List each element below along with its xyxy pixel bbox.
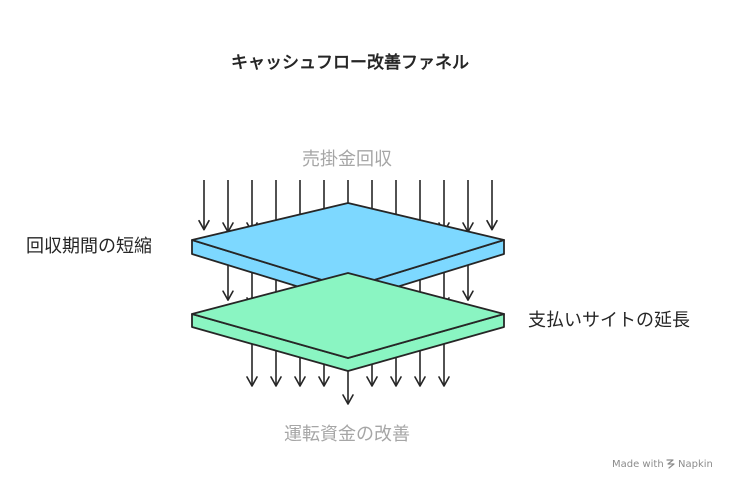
flow-arrow	[342, 371, 354, 405]
flow-arrow	[318, 364, 330, 387]
flow-arrow	[222, 180, 234, 233]
flow-arrow	[366, 364, 378, 387]
napkin-branding: Made with Napkin	[612, 459, 713, 470]
flow-arrow	[462, 180, 474, 233]
flow-arrow	[462, 265, 474, 301]
top-input-label: 売掛金回収	[302, 149, 392, 170]
branding-prefix: Made with	[612, 459, 664, 470]
flow-arrow	[390, 357, 402, 387]
flow-arrow	[294, 357, 306, 387]
layer-2-label: 支払いサイトの延長	[528, 310, 690, 331]
bottom-output-label: 運転資金の改善	[284, 424, 410, 445]
flow-arrow	[198, 180, 210, 231]
layer-2-shape	[191, 272, 505, 372]
layer-1-label: 回収期間の短縮	[26, 236, 152, 257]
flow-arrow	[246, 343, 258, 387]
branding-brand: Napkin	[678, 459, 713, 470]
diagram-title: キャッシュフロー改善ファネル	[231, 52, 469, 73]
flow-arrow	[438, 343, 450, 387]
napkin-logo-icon	[666, 459, 675, 469]
flow-arrow	[222, 265, 234, 301]
flow-arrow	[486, 180, 498, 231]
outgoing-arrows	[246, 343, 450, 405]
flow-arrow	[270, 350, 282, 387]
flow-arrow	[414, 350, 426, 387]
